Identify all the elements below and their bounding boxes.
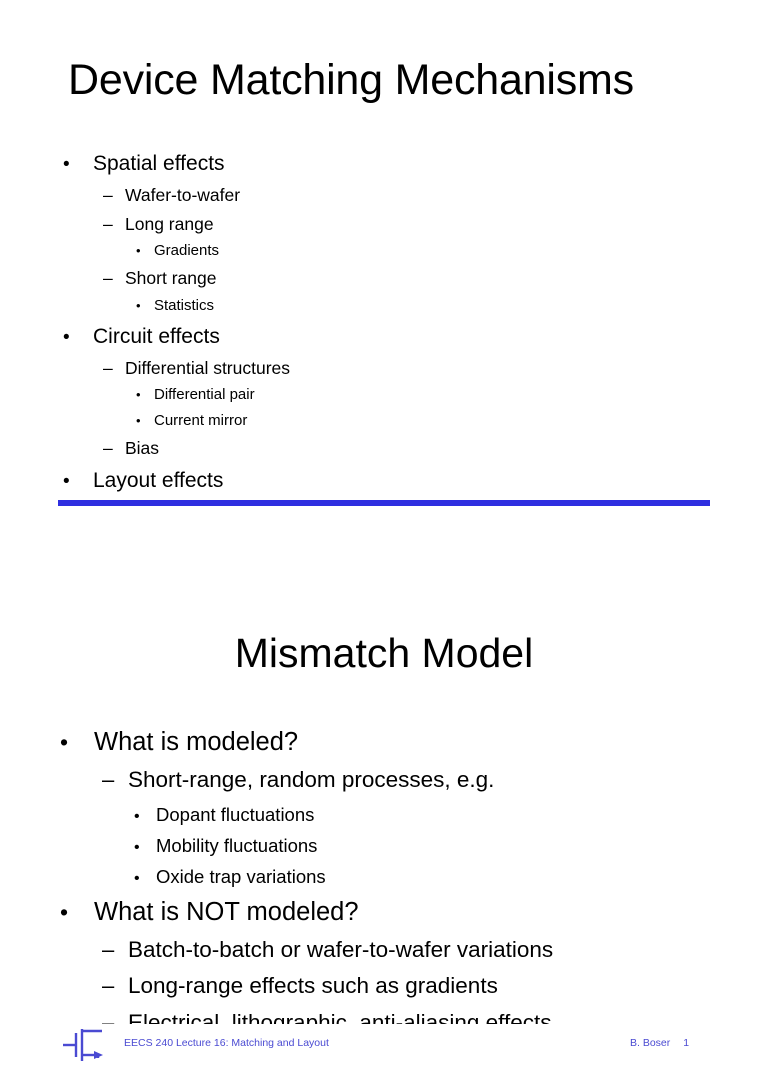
bullet-text: Layout effects <box>93 468 224 492</box>
bullet-item-level-1: • Spatial effects <box>0 146 768 181</box>
bullet-item-level-3: • Gradients <box>0 238 768 264</box>
bullet-item-level-3: • Oxide trap variations <box>0 861 768 892</box>
bullet-marker-icon: • <box>136 297 141 313</box>
slide-2: Mismatch Model •What is modeled?–Short-r… <box>0 560 768 1024</box>
bullet-text: Differential structures <box>125 357 291 378</box>
bullet-text: Circuit effects <box>93 324 220 348</box>
bullet-marker-icon: • <box>134 869 140 887</box>
bullet-item-level-1: • Circuit effects <box>0 319 768 354</box>
slide-1-footer: EECS 240 Lecture 16: Matching and Layout… <box>0 512 768 1061</box>
bullet-item-level-2: –Differential structures <box>0 354 768 383</box>
slide-1: Device Matching Mechanisms • Spatial effe… <box>0 56 768 1061</box>
bullet-item-level-3: • Current mirror <box>0 408 768 434</box>
bullet-marker-icon: – <box>103 185 113 205</box>
bullet-text: Electrical, lithographic, anti-aliasing … <box>128 1009 552 1025</box>
slide-2-title: Mismatch Model <box>234 630 534 676</box>
bullet-item-level-2: –Batch-to-batch or wafer-to-wafer variat… <box>0 932 768 969</box>
bullet-text: Spatial effects <box>93 152 225 175</box>
bullet-text: Short-range, random processes, e.g. <box>128 767 495 792</box>
footer-author-and-page: B. Boser 1 <box>630 1036 689 1050</box>
bullet-marker-icon: – <box>102 1009 115 1025</box>
bullet-marker-icon: – <box>103 268 113 288</box>
bullet-item-level-2: –Short range <box>0 264 768 293</box>
bullet-text: Long range <box>125 213 214 234</box>
slide-2-bullet-list: •What is modeled?–Short-range, random pr… <box>0 722 768 1024</box>
bullet-marker-icon: • <box>136 243 141 258</box>
bullet-text: Wafer-to-wafer <box>125 185 241 205</box>
bullet-marker-icon: – <box>102 767 115 792</box>
footer-author-label: B. Boser <box>630 1037 671 1049</box>
bullet-text: Gradients <box>154 242 220 259</box>
bullet-text: Batch-to-batch or wafer-to-wafer variati… <box>128 936 554 962</box>
bullet-marker-icon: • <box>63 154 70 175</box>
bullet-text: Long-range effects such as gradients <box>128 973 498 998</box>
bullet-marker-icon: • <box>63 470 70 492</box>
bullet-item-level-1: • What is modeled? <box>0 722 768 762</box>
bullet-item-level-3: • Dopant fluctuations <box>0 799 768 830</box>
bullet-marker-icon: • <box>134 838 140 856</box>
bullet-marker-icon: • <box>60 729 69 755</box>
bullet-marker-icon: • <box>60 898 69 925</box>
accent-divider-bar <box>58 500 710 506</box>
bullet-item-level-2: –Wafer-to-wafer <box>0 181 768 210</box>
bullet-marker-icon: – <box>103 213 113 234</box>
footer-course-label: EECS 240 Lecture 16: Matching and Layout <box>124 1037 329 1049</box>
bullet-text: Dopant fluctuations <box>156 803 315 825</box>
bullet-item-level-1: • Layout effects <box>0 463 768 498</box>
bullet-text: Statistics <box>154 296 215 314</box>
bullet-item-level-2: –Long range <box>0 210 768 239</box>
bullet-text: Differential pair <box>154 386 255 403</box>
bullet-item-level-1: • What is NOT modeled? <box>0 892 768 932</box>
bullet-item-level-3: • Differential pair <box>0 382 768 408</box>
slides-page: Device Matching Mechanisms • Spatial effe… <box>0 56 768 1061</box>
bullet-item-level-2: –Electrical, lithographic, anti-aliasing… <box>0 1005 768 1025</box>
bullet-marker-icon: – <box>102 936 115 962</box>
bullet-marker-icon: • <box>136 387 141 402</box>
slide-1-title: Device Matching Mechanisms <box>68 56 634 104</box>
footer-page-number: 1 <box>683 1037 690 1049</box>
bullet-text: Mobility fluctuations <box>156 834 318 856</box>
bullet-marker-icon: • <box>136 413 141 428</box>
slide-1-bullet-list: •Spatial effects–Wafer-to-wafer–Long ran… <box>0 146 768 498</box>
bullet-item-level-2: –Short-range, random processes, e.g. <box>0 762 768 799</box>
bullet-text: Short range <box>125 268 217 288</box>
bullet-text: Current mirror <box>154 412 248 429</box>
bullet-marker-icon: – <box>103 357 113 378</box>
bullet-item-level-3: • Mobility fluctuations <box>0 830 768 861</box>
bullet-marker-icon: – <box>102 973 115 998</box>
bullet-text: Oxide trap variations <box>156 865 326 887</box>
bullet-item-level-2: –Long-range effects such as gradients <box>0 968 768 1005</box>
bullet-marker-icon: – <box>103 438 113 458</box>
bullet-text: What is NOT modeled? <box>94 897 359 926</box>
bullet-marker-icon: • <box>63 326 70 348</box>
bullet-item-level-2: –Bias <box>0 434 768 463</box>
mosfet-transistor-logo-icon <box>63 1029 103 1061</box>
bullet-marker-icon: • <box>134 807 140 825</box>
bullet-item-level-3: • Statistics <box>0 293 768 319</box>
bullet-text: Bias <box>125 438 160 458</box>
bullet-text: What is modeled? <box>94 728 299 756</box>
